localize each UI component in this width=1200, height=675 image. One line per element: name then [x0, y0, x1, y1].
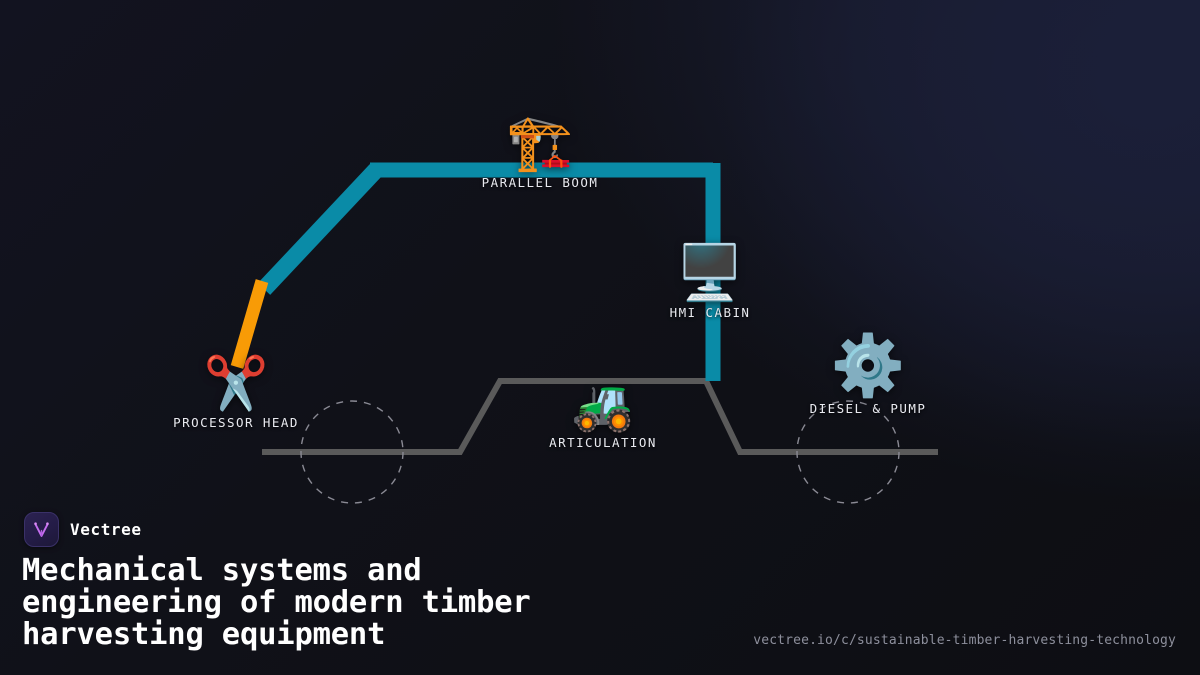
node-articulation[interactable]: 🚜 ARTICULATION [549, 380, 657, 450]
node-parallel-boom[interactable]: 🏗️ PARALLEL BOOM [481, 111, 599, 191]
vectree-v-logo-icon [24, 512, 59, 547]
node-label-articulation: ARTICULATION [549, 435, 657, 450]
node-hmi-cabin[interactable]: 🖥️ HMI CABIN [669, 241, 751, 321]
brand-row[interactable]: Vectree [24, 512, 142, 547]
chassis-frame-line [262, 378, 938, 455]
node-label-hmi-cabin: HMI CABIN [669, 305, 751, 320]
rear-wheel-outline [796, 400, 900, 504]
boom-diagonal-arm [257, 164, 383, 295]
gear-icon: ⚙️ [830, 331, 906, 401]
node-label-diesel-pump: DIESEL & PUMP [809, 401, 927, 416]
tractor-icon: 🚜 [571, 376, 635, 434]
source-url: vectree.io/c/sustainable-timber-harvesti… [753, 633, 1176, 648]
scissors-icon: ✂️ [203, 354, 269, 414]
front-wheel-outline [300, 400, 404, 504]
boom-orange-stick [230, 279, 269, 369]
node-processor-head[interactable]: ✂️ PROCESSOR HEAD [173, 358, 299, 430]
node-label-processor-head: PROCESSOR HEAD [173, 415, 299, 430]
boom-teal-assembly [257, 162, 721, 381]
desktop-computer-icon: 🖥️ [676, 241, 744, 304]
node-label-parallel-boom: PARALLEL BOOM [481, 175, 599, 190]
page-title: Mechanical systems and engineering of mo… [22, 553, 531, 652]
brand-name: Vectree [70, 520, 142, 539]
node-diesel-pump[interactable]: ⚙️ DIESEL & PUMP [810, 336, 927, 416]
crane-icon: 🏗️ [506, 111, 574, 174]
